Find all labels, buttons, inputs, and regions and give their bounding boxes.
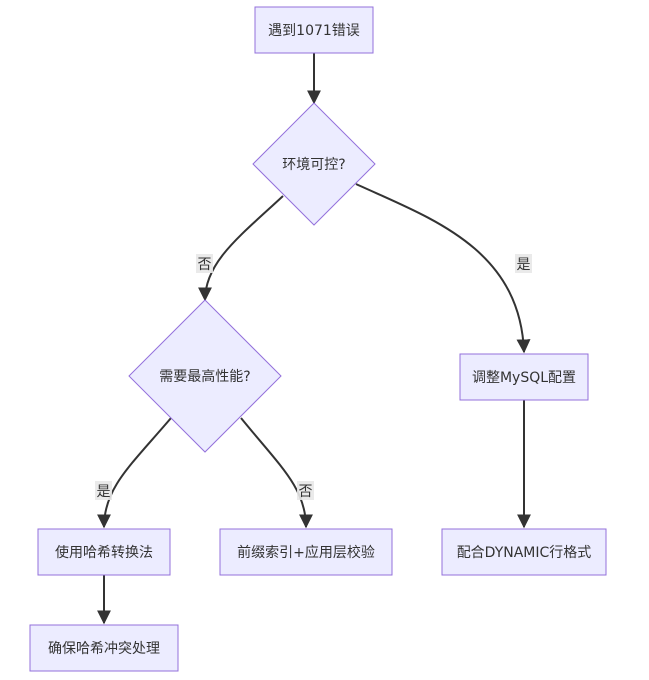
node-start: 遇到1071错误 (254, 6, 374, 54)
node-use-hash-label: 使用哈希转换法 (55, 544, 153, 561)
edge-label-env-yes: 是 (517, 257, 531, 273)
edge-perf-to-prefix (240, 417, 313, 529)
node-hash-conflict-label: 确保哈希冲突处理 (48, 641, 160, 657)
node-hash-conflict: 确保哈希冲突处理 (29, 624, 179, 672)
edge-label-perf-no: 否 (299, 484, 313, 500)
edge-env-to-mysql (355, 183, 531, 354)
node-prefix-index: 前缀索引+应用层校验 (219, 528, 393, 576)
edge-label-env-no: 否 (198, 257, 212, 273)
node-dynamic-row-label: 配合DYNAMIC行格式 (457, 545, 592, 561)
node-env-controllable: 环境可控? (252, 102, 376, 226)
node-need-perf-label: 需要最高性能? (159, 368, 250, 385)
node-need-perf: 需要最高性能? (128, 299, 282, 453)
node-env-controllable-label: 环境可控? (282, 157, 345, 173)
edge-perf-to-hash (97, 417, 172, 529)
node-dynamic-row: 配合DYNAMIC行格式 (441, 528, 607, 576)
edges (97, 53, 531, 625)
node-use-hash: 使用哈希转换法 (37, 528, 171, 576)
node-prefix-index-label: 前缀索引+应用层校验 (237, 544, 375, 561)
node-adjust-mysql: 调整MySQL配置 (459, 353, 589, 401)
edge-label-perf-yes: 是 (97, 484, 111, 500)
edge-env-to-perf (198, 195, 284, 302)
edge-labels: 否 是 是 否 (95, 254, 532, 500)
node-adjust-mysql-label: 调整MySQL配置 (472, 370, 576, 386)
node-start-label: 遇到1071错误 (268, 23, 360, 39)
